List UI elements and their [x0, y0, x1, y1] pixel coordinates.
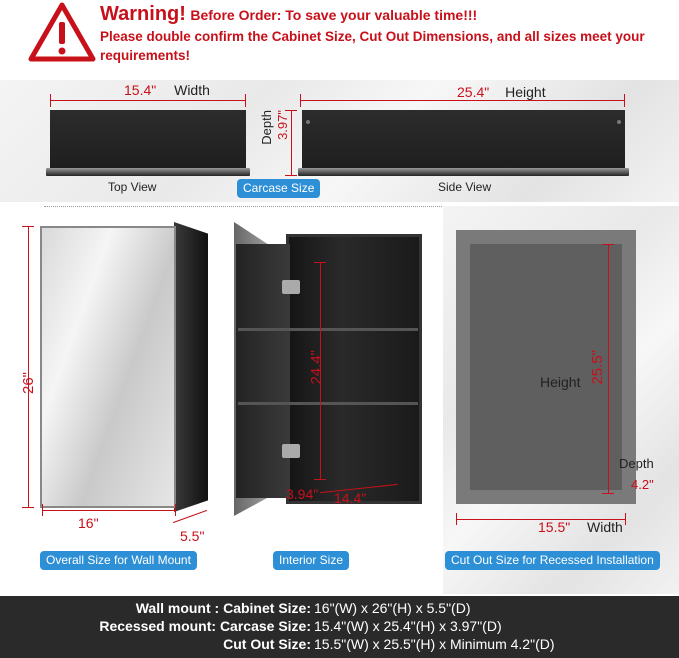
spec-value: 16"(W) x 26"(H) x 5.5"(D) [314, 600, 471, 616]
cutout-size-badge: Cut Out Size for Recessed Installation [445, 551, 660, 570]
interior-cabinet-illustration [228, 222, 428, 516]
interior-depth-value: 3.94" [286, 486, 319, 502]
cutout-depth-label: Depth [619, 456, 654, 471]
warning-title: Warning! [100, 3, 186, 25]
warning-body: Please double confirm the Cabinet Size, … [100, 29, 645, 63]
side-view-mirror-edge [298, 168, 629, 176]
warning-subtitle: Before Order: To save your valuable time… [190, 7, 478, 23]
carcase-section: 15.4" Width Top View 25.4" Height Depth … [0, 80, 679, 202]
carcase-height-value: 25.4" [457, 84, 490, 100]
specs-bar: Wall mount : Cabinet Size: 16"(W) x 26"(… [0, 596, 679, 658]
cutout-width-dim [456, 513, 626, 525]
carcase-depth-label: Depth [259, 110, 274, 145]
top-view-label: Top View [108, 180, 157, 194]
warning-triangle-icon [28, 2, 96, 62]
overall-size-badge: Overall Size for Wall Mount [40, 551, 197, 570]
top-view-width-dim [50, 94, 246, 108]
carcase-width-value: 15.4" [124, 82, 157, 98]
top-view-mirror-edge [46, 168, 250, 176]
side-view-label: Side View [438, 180, 492, 194]
side-view-box [302, 110, 625, 172]
spec-row-cutout: Cut Out Size: 15.5"(W) x 25.5"(H) x Mini… [0, 636, 679, 656]
top-view-box [50, 110, 246, 170]
interior-height-value: 24.4" [308, 350, 325, 385]
carcase-width-label: Width [174, 82, 210, 98]
overall-cabinet-illustration [40, 222, 210, 512]
overall-width-value: 16" [78, 515, 99, 531]
warning-header: Warning! Before Order: To save your valu… [0, 0, 679, 80]
interior-width-value: 14.4" [334, 490, 367, 506]
cutout-width-value: 15.5" [538, 519, 571, 535]
spec-value: 15.5"(W) x 25.5"(H) x Minimum 4.2"(D) [314, 636, 555, 652]
overall-depth-value: 5.5" [180, 528, 205, 544]
spec-row-wall-mount: Wall mount : Cabinet Size: 16"(W) x 26"(… [0, 600, 679, 620]
cutout-section [443, 206, 679, 594]
carcase-height-label: Height [505, 84, 546, 100]
side-view-height-dim [300, 94, 625, 108]
interior-size-badge: Interior Size [273, 551, 350, 570]
cutout-height-dim [602, 244, 614, 494]
overall-height-value: 26" [20, 372, 37, 395]
carcase-size-badge: Carcase Size [237, 179, 321, 198]
spec-value: 15.4"(W) x 25.4"(H) x 3.97"(D) [314, 618, 502, 634]
carcase-depth-value: 3.97" [275, 110, 290, 140]
cutout-height-label: Height [540, 374, 581, 390]
cutout-height-value: 25.5" [589, 350, 606, 385]
spec-key: Wall mount : Cabinet Size: [135, 600, 311, 616]
overall-width-dim [42, 504, 176, 516]
overall-height-dim [22, 226, 34, 508]
cutout-width-label: Width [587, 519, 623, 535]
side-view-depth-dim [285, 110, 297, 176]
spec-row-recessed: Recessed mount: Carcase Size: 15.4"(W) x… [0, 618, 679, 638]
interior-height-dim [314, 262, 326, 480]
spec-key: Recessed mount: Carcase Size: [99, 618, 311, 634]
cutout-depth-value: 4.2" [631, 477, 654, 492]
spec-key: Cut Out Size: [223, 636, 311, 652]
dotted-divider [44, 206, 444, 207]
cutout-recess [456, 230, 636, 504]
